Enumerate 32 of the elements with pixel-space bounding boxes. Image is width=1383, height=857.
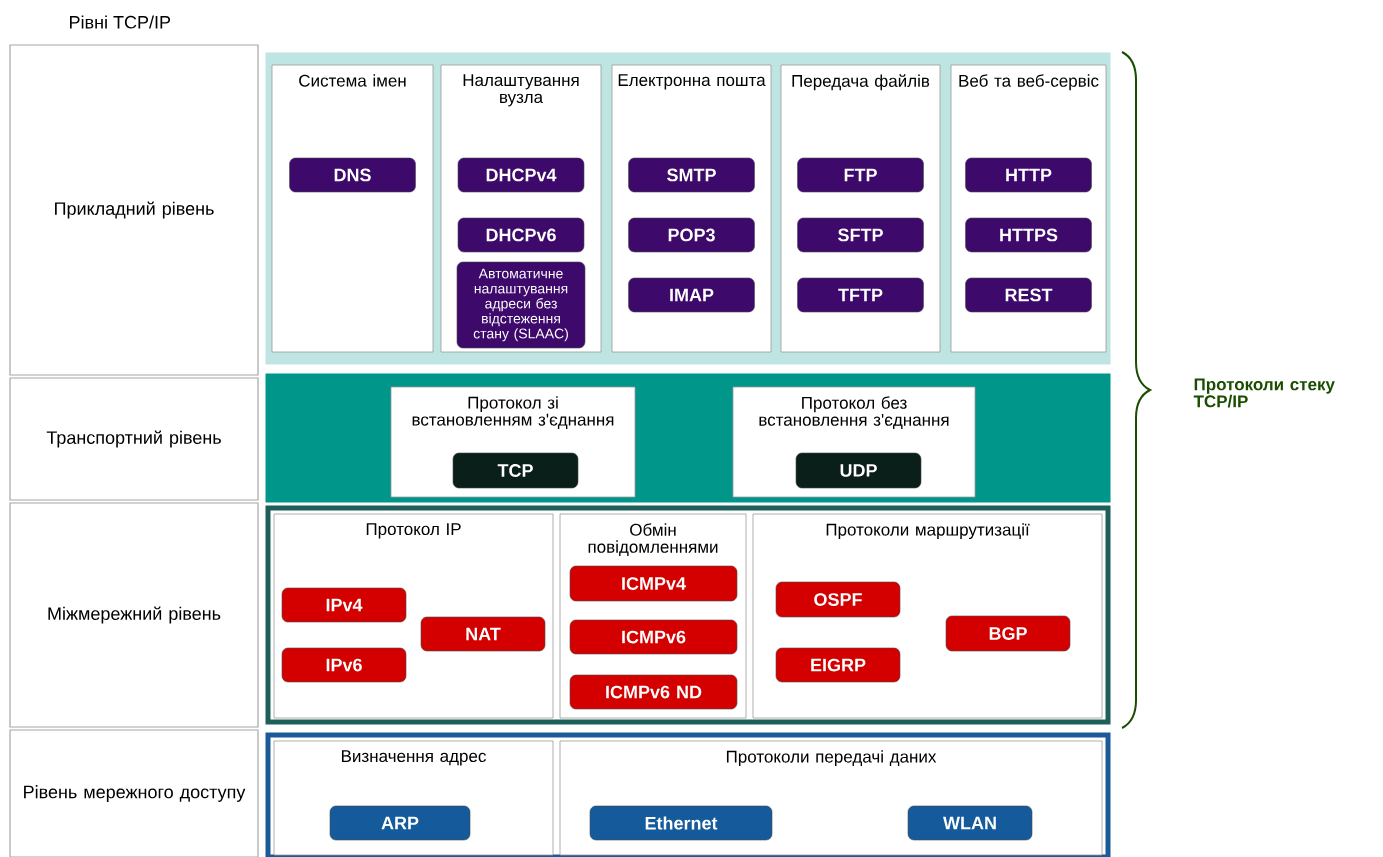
protocol-badge: REST: [965, 277, 1092, 313]
protocol-badge: Ethernet: [589, 805, 773, 841]
protocol-badge: IPv6: [281, 647, 407, 683]
layer-name-cell: Транспортний рівень: [9, 377, 259, 501]
protocol-badge: DHCPv6: [457, 217, 585, 253]
protocol-badge: DNS: [289, 157, 416, 193]
protocol-badge: IPv4: [281, 587, 407, 623]
protocol-badge: ICMPv4: [569, 565, 738, 602]
protocol-badge: TCP: [452, 452, 579, 489]
diagram-title: Рівні TCP/IP: [70, 15, 171, 29]
protocol-badge: ICMPv6 ND: [569, 674, 738, 710]
protocol-badge: HTTPS: [965, 217, 1092, 253]
protocol-badge: SFTP: [797, 217, 924, 253]
protocol-badge: ICMPv6: [569, 619, 738, 655]
protocol-badge: ARP: [329, 805, 471, 841]
protocol-badge: NAT: [420, 616, 546, 652]
protocol-badge: TFTP: [797, 277, 924, 313]
protocol-badge: WLAN: [907, 805, 1033, 841]
protocol-badge: EIGRP: [775, 647, 901, 683]
protocol-badge: HTTP: [965, 157, 1092, 193]
layer-name-cell: Рівень мережного доступу: [9, 729, 259, 857]
protocol-badge: POP3: [628, 217, 755, 253]
protocol-badge: OSPF: [775, 581, 901, 618]
protocol-badge: BGP: [945, 615, 1071, 652]
brace-label: Протоколи стеку TCP/IP: [1193, 378, 1335, 408]
layer-name-cell: Міжмережний рівень: [9, 502, 259, 728]
protocol-badge: SMTP: [628, 157, 755, 193]
protocol-badge: UDP: [795, 452, 922, 489]
protocol-badge: FTP: [797, 157, 924, 193]
protocol-badge: DHCPv4: [457, 157, 585, 193]
protocol-badge: IMAP: [628, 277, 755, 313]
protocol-badge: Автоматичне налаштування адреси без відстеження стану (SLAAC): [456, 261, 586, 349]
